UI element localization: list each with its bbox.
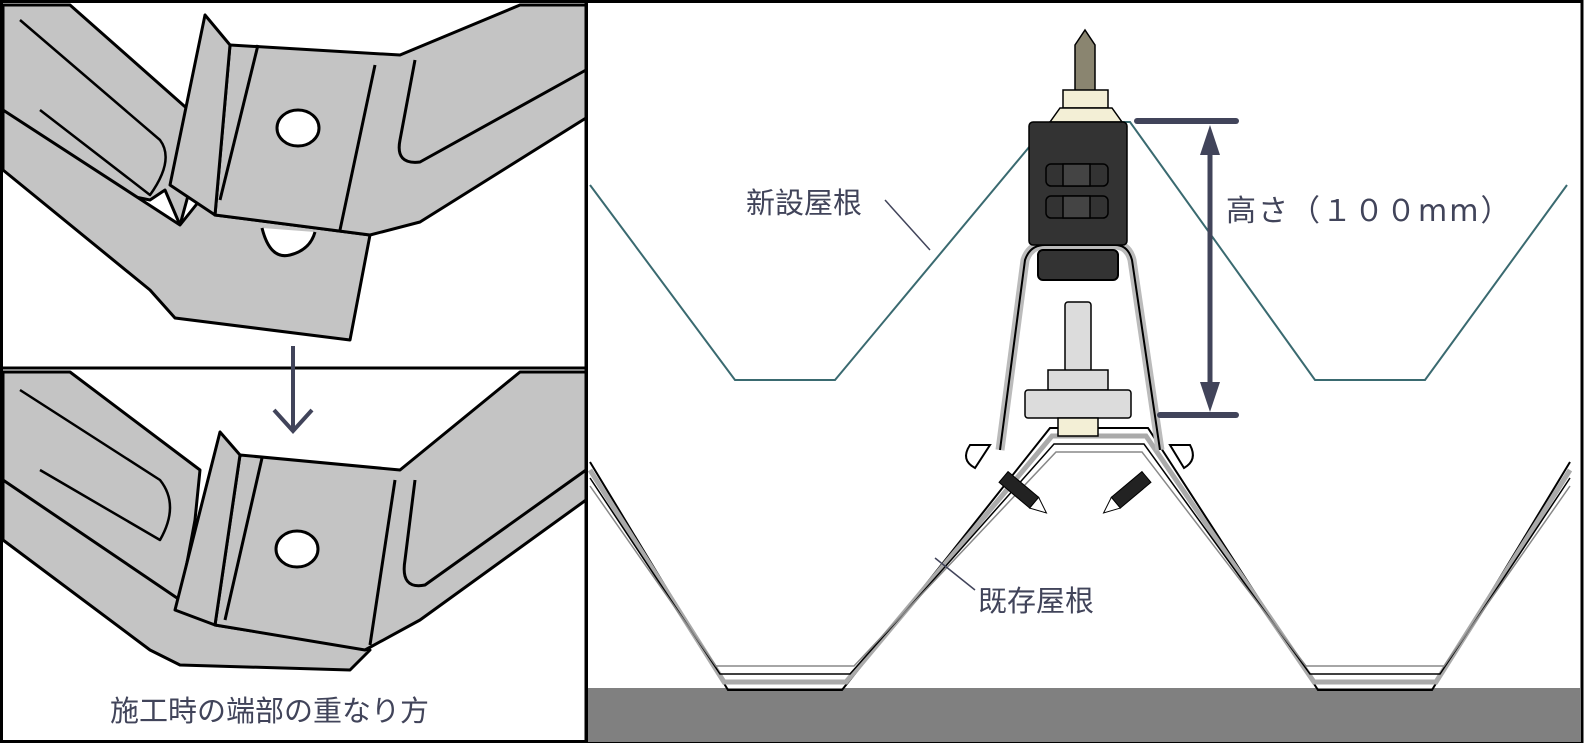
overlap-after-illustration	[1, 370, 588, 672]
existing-roof-label: 既存屋根	[978, 584, 1095, 618]
existing-roof-leader	[934, 557, 976, 591]
support-bracket	[965, 240, 1194, 470]
height-dimension	[1134, 118, 1239, 418]
existing-roof	[587, 427, 1573, 691]
height-label: 高さ（１００mm）	[1226, 194, 1513, 229]
caption: 施工時の端部の重なり方	[110, 694, 430, 728]
bolt-and-block	[1028, 28, 1128, 246]
down-arrow-icon	[272, 346, 314, 434]
new-roof-leader	[884, 199, 931, 251]
new-roof-label: 新設屋根	[746, 186, 863, 220]
screw-icon	[998, 470, 1152, 514]
overlap-before-illustration	[1, 3, 588, 342]
floor	[588, 688, 1581, 742]
